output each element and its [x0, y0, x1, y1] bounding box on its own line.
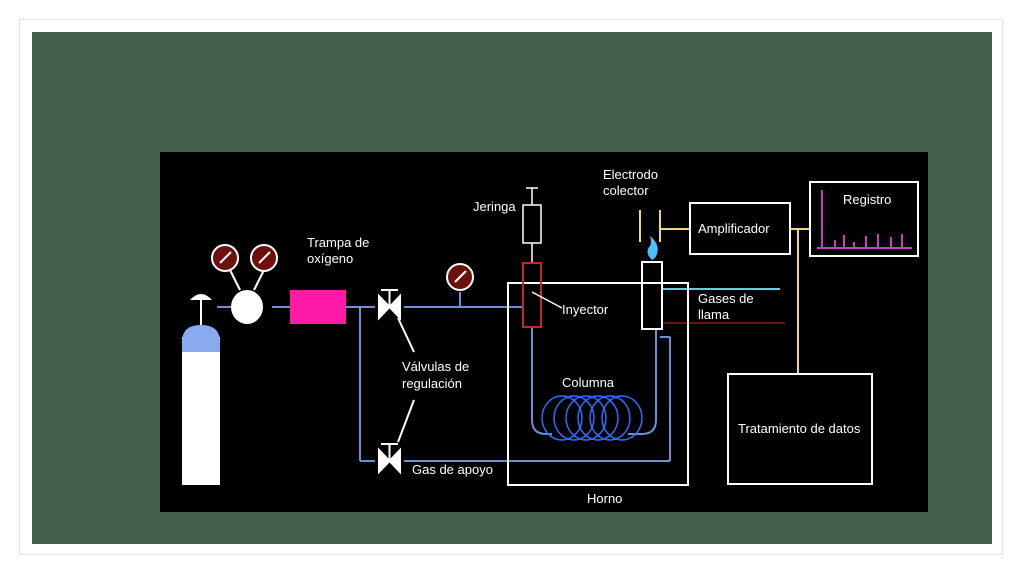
pressure-gauge-icon [250, 244, 278, 272]
flame-gases-label-line1: Gases de [698, 291, 754, 306]
electrode-label-line2: colector [603, 183, 649, 198]
oven-box [507, 282, 689, 486]
chromatogram-icon [817, 190, 912, 249]
injector-pointer [531, 291, 563, 309]
data-processing-box [727, 373, 873, 485]
column-label: Columna [562, 375, 615, 390]
trap-label-line2: oxígeno [307, 251, 353, 266]
flame-icon [647, 236, 658, 260]
syringe-icon [522, 187, 542, 264]
slide: Trampa de oxígeno Jeringa Electrodo cole… [32, 32, 992, 544]
column-coil [541, 395, 643, 441]
valve-icon [378, 443, 401, 475]
recorder-label: Registro [843, 192, 891, 207]
flame-gases-label-line2: llama [698, 307, 730, 322]
carrier-gas-lines [272, 292, 671, 462]
recorder-box [809, 181, 919, 257]
valve-pointers [397, 317, 415, 443]
injector [522, 262, 542, 328]
amplifier-box [689, 202, 791, 255]
pressure-gauge-icon [211, 244, 239, 272]
oven-label: Horno [587, 491, 622, 506]
oxygen-trap [290, 290, 346, 324]
valves-label-line2: regulación [402, 376, 462, 391]
electrode-label-line1: Electrodo [603, 167, 658, 182]
gas-chromatograph-diagram: Trampa de oxígeno Jeringa Electrodo cole… [160, 152, 928, 512]
flame-detector [641, 261, 663, 330]
gas-cylinder-icon [182, 294, 220, 485]
syringe-label: Jeringa [473, 199, 516, 214]
trap-label-line1: Trampa de [307, 235, 369, 250]
pressure-gauge-icon [446, 263, 474, 291]
injector-label: Inyector [562, 302, 609, 317]
valves-label-line1: Válvulas de [402, 359, 469, 374]
data-processing-label: Tratamiento de datos [738, 421, 861, 436]
pressure-regulator-icon [217, 269, 265, 324]
valve-icon [378, 289, 401, 321]
makeup-gas-label: Gas de apoyo [412, 462, 493, 477]
signal-wires [639, 210, 810, 374]
amplifier-label: Amplificador [698, 221, 770, 236]
